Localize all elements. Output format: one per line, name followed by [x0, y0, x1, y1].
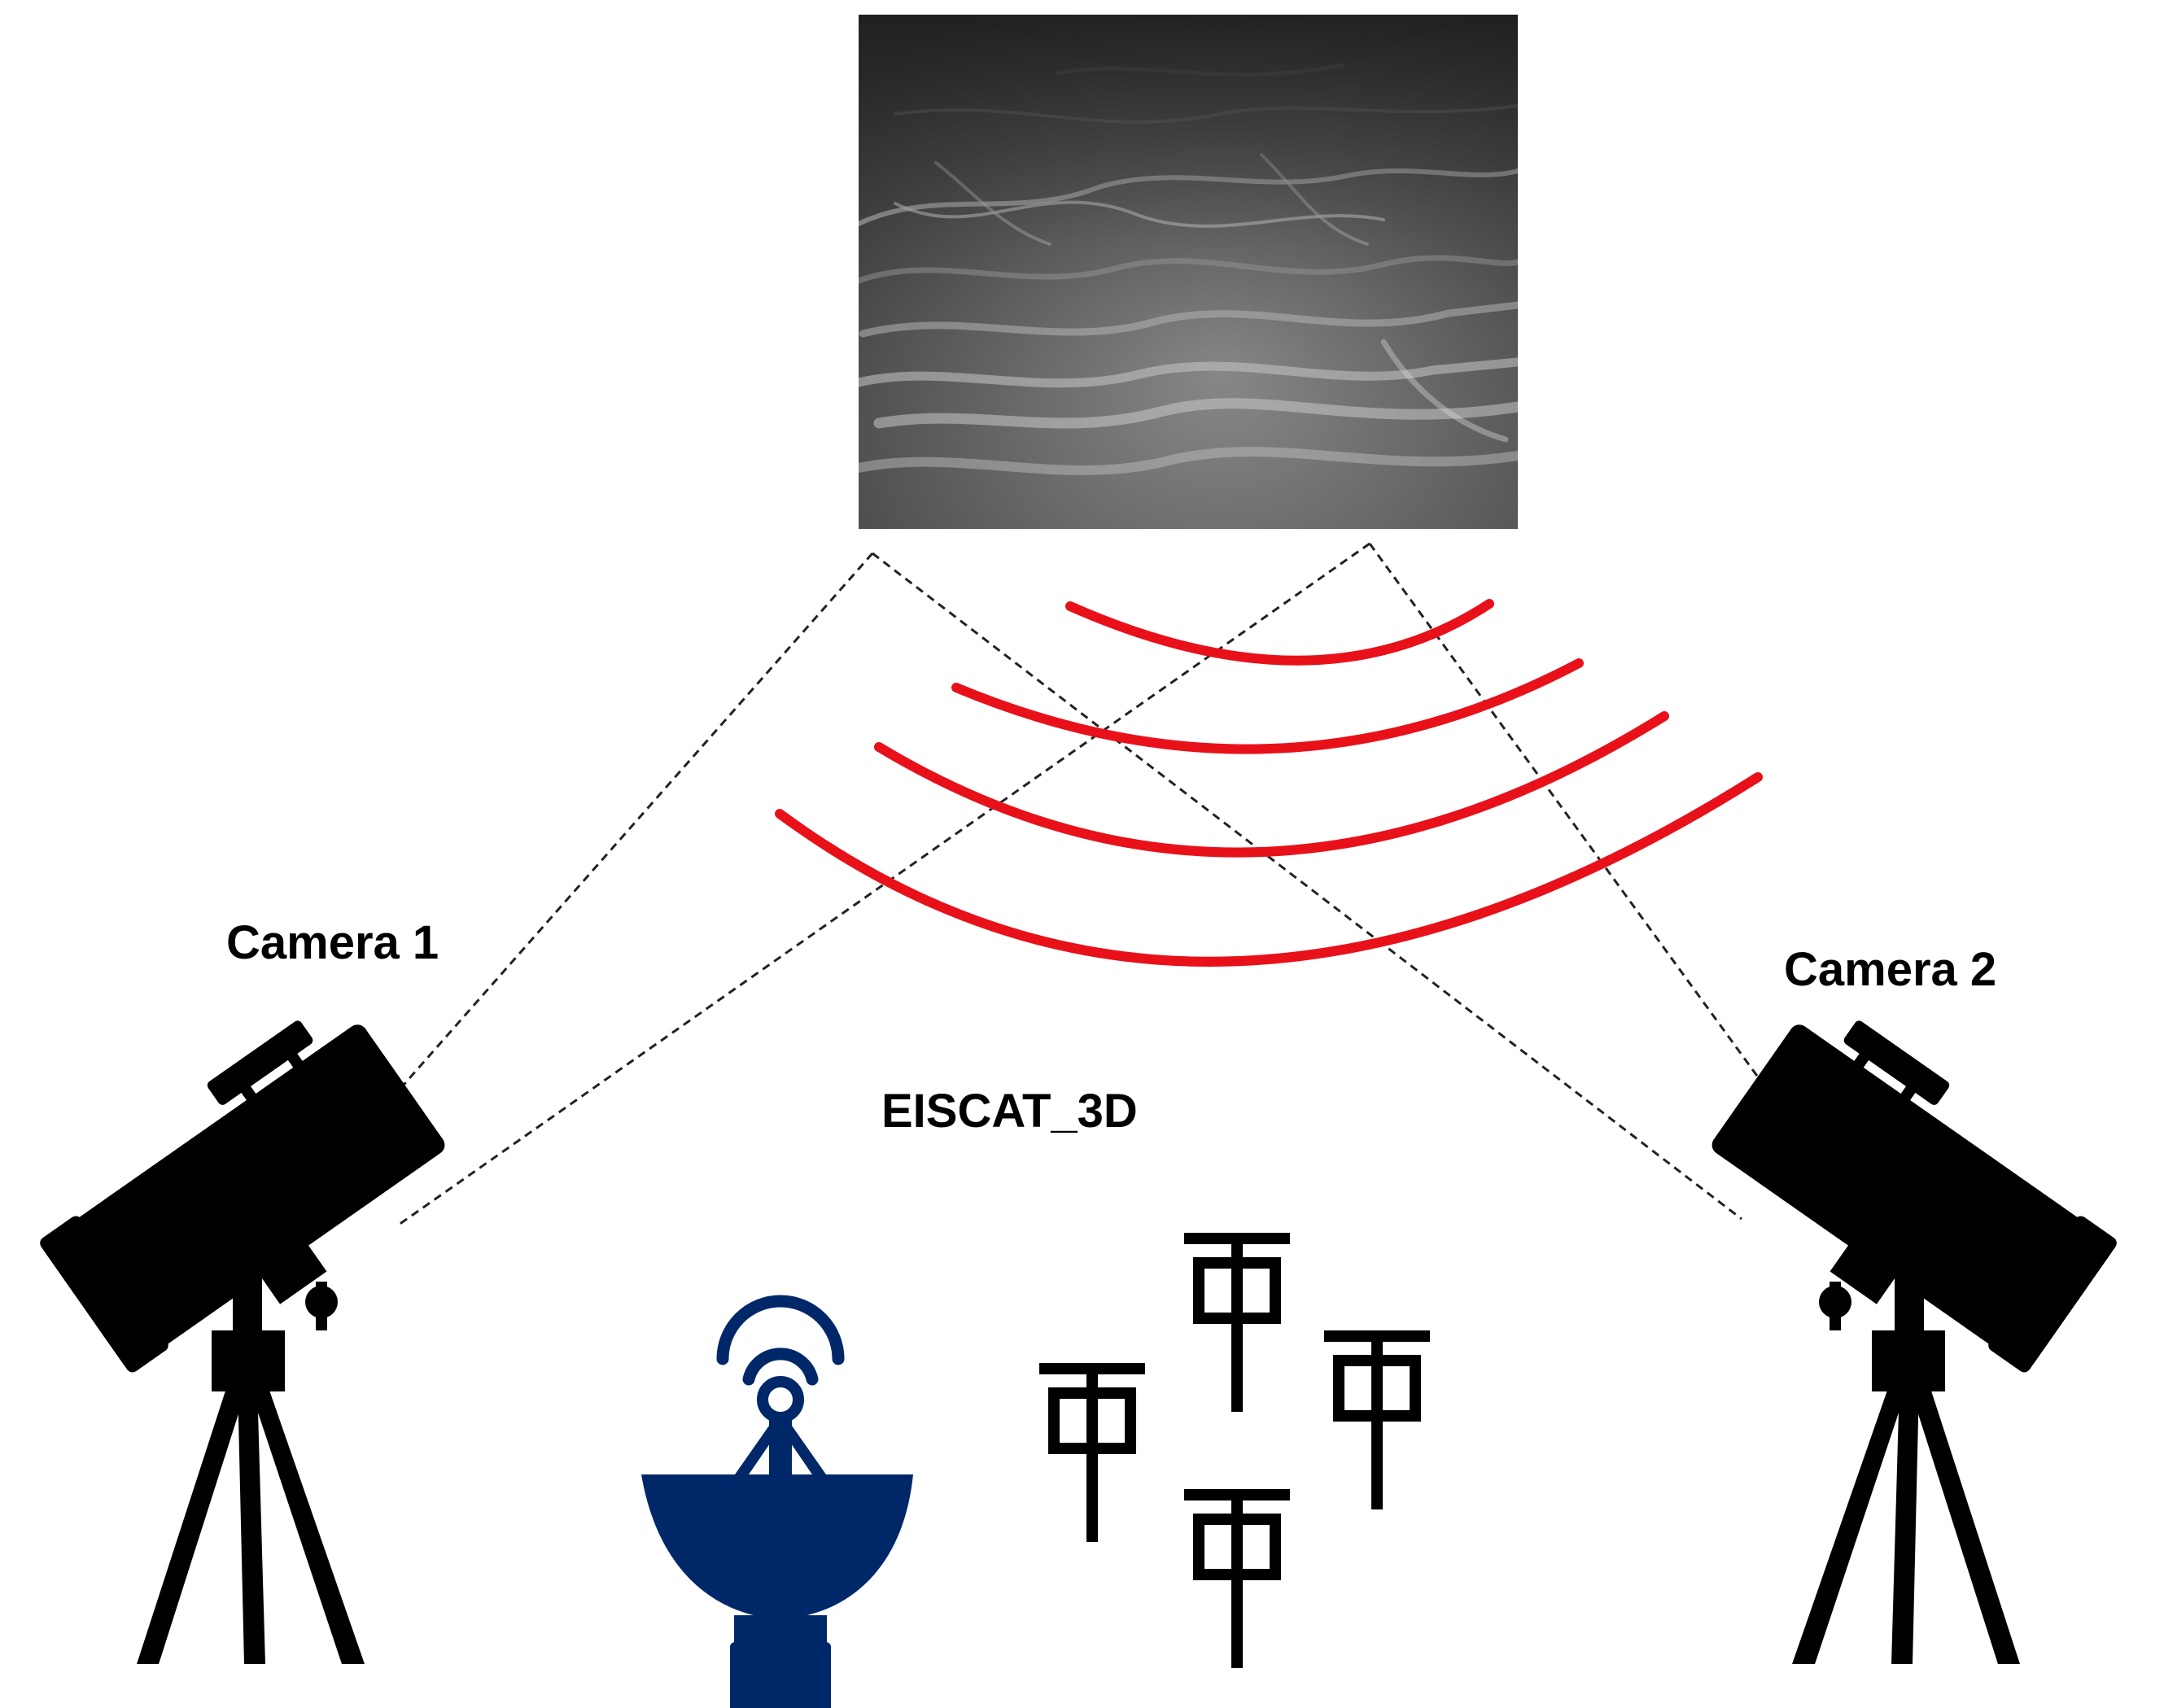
radar-wave-3: [874, 711, 1669, 858]
camera-2-label: Camera 2: [1784, 943, 1997, 996]
antenna-icon: [1184, 1489, 1290, 1668]
antenna-icon: [1324, 1330, 1430, 1509]
camera-1-label: Camera 1: [226, 916, 439, 969]
camera-1-sight-line-left: [336, 553, 874, 1160]
radar-wave-1: [1065, 599, 1494, 666]
eiscat-3d-label: EISCAT_3D: [881, 1085, 1138, 1138]
camera-2-sight-line-left: [872, 552, 1742, 1221]
camera-1-sight-line-right: [398, 542, 1371, 1226]
antenna-array: [1039, 1233, 1430, 1668]
aurora-sky-image: [859, 15, 1518, 529]
antenna-icon: [1039, 1363, 1145, 1542]
radar-wave-2: [951, 658, 1584, 754]
radar-wave-4: [775, 772, 1763, 967]
antenna-icon: [1184, 1233, 1290, 1412]
camera-2-sight-line-right: [1368, 543, 1802, 1136]
camera-1-telescope-icon: [19, 990, 467, 1665]
camera-2-telescope-icon: [1690, 990, 2138, 1665]
satellite-dish-icon: [641, 1295, 913, 1708]
